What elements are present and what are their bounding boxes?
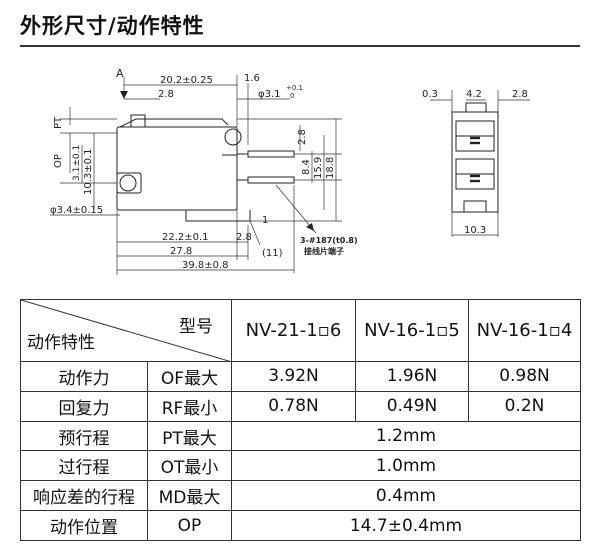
side-dim-10-3: 10.3 <box>464 225 486 236</box>
row-value: 0.2N <box>468 390 581 422</box>
label-a: A <box>116 67 124 80</box>
dim-hole: φ3.1 <box>258 89 281 100</box>
mounting-hole-bottom <box>119 174 137 192</box>
row-name: 动作力 <box>20 361 148 392</box>
row-value: 1.0mm <box>231 450 581 482</box>
model-header: NV-16-1▫5 <box>355 299 469 362</box>
dim-hole-tol-upper: +0.1 <box>286 84 303 92</box>
spec-table: 型号 动作特性 NV-21-1▫6 NV-16-1▫5 NV-16-1▫4 动作… <box>20 299 581 541</box>
table-row: 动作力 OF最大 3.92N 1.96N 0.98N <box>20 361 581 392</box>
dim-2-8-right: 2.8 <box>297 129 308 145</box>
dim-2-8-top: 2.8 <box>158 89 174 100</box>
row-name: 动作位置 <box>20 510 148 541</box>
terminal-label-2: 接线片端子 <box>304 246 344 256</box>
row-param: PT最大 <box>147 420 232 452</box>
label-op: OP <box>53 154 64 168</box>
title-underline <box>20 45 580 47</box>
row-param: OT最小 <box>147 450 232 482</box>
header-model: 型号 <box>179 317 213 337</box>
terminal-top <box>247 150 295 158</box>
model-header: NV-21-1▫6 <box>231 299 356 362</box>
dim-11: (11) <box>262 248 283 259</box>
side-view-body <box>451 111 499 213</box>
row-value: 0.78N <box>231 390 356 422</box>
row-value: 14.7±0.4mm <box>231 510 581 541</box>
dim-1: 1 <box>262 215 268 226</box>
table-row: 回复力 RF最小 0.78N 0.49N 0.2N <box>20 390 581 422</box>
switch-body <box>116 126 238 211</box>
side-dim-2-8: 2.8 <box>512 89 528 100</box>
page-title: 外形尺寸/动作特性 <box>20 14 205 38</box>
table-row: 预行程 PT最大 1.2mm <box>20 420 581 452</box>
terminal-label-1: 3-#187(t0.8) <box>300 236 358 245</box>
dim-phi-3-4: φ3.4±0.15 <box>50 205 103 216</box>
row-value: 0.4mm <box>231 480 581 512</box>
row-value: 1.96N <box>355 361 469 392</box>
table-row: 响应差的行程 MD最大 0.4mm <box>20 480 581 512</box>
row-param: OP <box>147 510 232 541</box>
actuator-lever <box>119 118 229 128</box>
dim-1-6: 1.6 <box>244 73 260 84</box>
header-characteristics: 动作特性 <box>27 333 95 353</box>
terminal-bottom <box>185 210 251 222</box>
row-name: 响应差的行程 <box>20 480 148 512</box>
header-diagonal <box>21 300 232 362</box>
row-value: 0.49N <box>355 390 469 422</box>
row-name: 过行程 <box>20 450 148 482</box>
row-name: 预行程 <box>20 420 148 452</box>
dim-10-3: 10.3±0.1 <box>83 148 94 195</box>
table-row: 过行程 OT最小 1.0mm <box>20 450 581 482</box>
row-param: OF最大 <box>147 361 232 392</box>
model-header: NV-16-1▫4 <box>468 299 581 362</box>
terminal-middle <box>247 176 295 184</box>
header-corner: 型号 动作特性 <box>20 299 232 362</box>
dim-18-8: 18.8 <box>325 157 336 179</box>
dim-hole-tol-lower: 0 <box>290 92 294 100</box>
side-dim-4-2: 4.2 <box>466 89 482 100</box>
side-dim-0-3: 0.3 <box>422 89 438 100</box>
dim-8-4: 8.4 <box>301 159 312 175</box>
dim-27-8: 27.8 <box>170 246 192 257</box>
row-param: RF最小 <box>147 390 232 422</box>
row-value: 1.2mm <box>231 420 581 452</box>
label-pt: PT <box>53 116 64 129</box>
table-row: 动作位置 OP 14.7±0.4mm <box>20 510 581 541</box>
dim-39-8: 39.8±0.8 <box>182 260 229 271</box>
dim-2-8-bottom: 2.8 <box>236 232 252 243</box>
dimension-drawing: A 20.2±0.25 1.6 2.8 φ3.1 +0.1 0 PT OP 3.… <box>50 67 530 275</box>
dim-15-9: 15.9 <box>313 157 324 179</box>
row-value: 0.98N <box>468 361 581 392</box>
dim-22-2: 22.2±0.1 <box>162 232 209 243</box>
dim-20-2: 20.2±0.25 <box>160 75 213 86</box>
row-name: 回复力 <box>20 390 148 422</box>
row-value: 3.92N <box>231 361 356 392</box>
actuator-button <box>130 114 146 128</box>
row-param: MD最大 <box>147 480 232 512</box>
mounting-hole-top <box>224 128 242 146</box>
dim-3-1: 3.1±0.1 <box>72 145 82 181</box>
